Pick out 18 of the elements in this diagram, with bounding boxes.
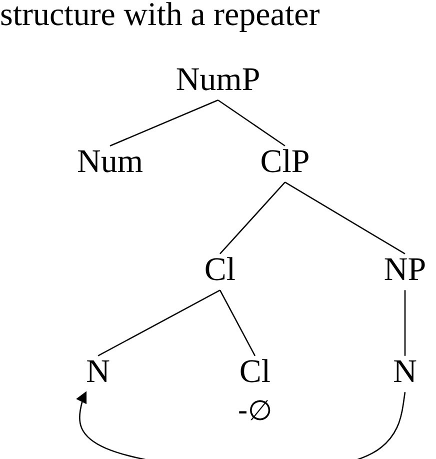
movement-arrow — [76, 391, 406, 459]
node-label: Cl — [239, 354, 271, 390]
node-label: Cl — [204, 252, 236, 288]
diagram-title: structure with a repeater — [0, 0, 320, 35]
tree-branch — [404, 290, 406, 356]
node-label: NP — [384, 252, 426, 288]
node-annotation: -∅ — [238, 396, 272, 427]
tree-branch — [220, 182, 286, 254]
node-label: Num — [77, 144, 143, 180]
tree-branch — [218, 100, 286, 146]
tree-branch — [219, 290, 256, 356]
node-label: NumP — [176, 62, 260, 98]
node-label: N — [86, 354, 110, 390]
node-label: ClP — [260, 144, 310, 180]
node-label: N — [393, 354, 417, 390]
tree-branch — [98, 290, 220, 356]
tree-branch — [284, 182, 406, 254]
tree-branch — [110, 100, 218, 146]
